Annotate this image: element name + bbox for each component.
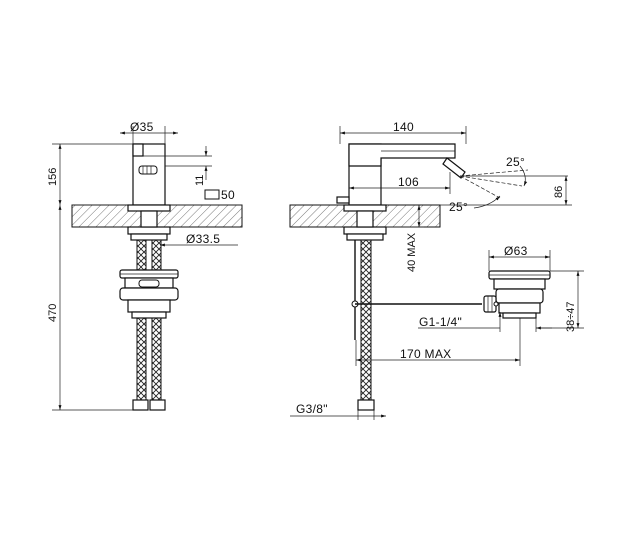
dim-spout-reach: 106 — [398, 175, 419, 189]
waste-front — [119, 269, 179, 319]
front-view: Ø35 156 470 11 50 Ø33.5 — [47, 120, 243, 411]
dim-angle-down: 25° — [449, 200, 468, 214]
dim-spray-height: 86 — [553, 186, 565, 198]
square-symbol — [204, 189, 220, 200]
dim-connection: G3/8" — [296, 402, 328, 416]
dim-height-top: 156 — [47, 168, 59, 186]
spout-side — [348, 143, 456, 167]
dim-top-diameter: Ø35 — [130, 120, 154, 134]
dim-shank-diameter: Ø33.5 — [186, 232, 220, 246]
waste-detail: Ø63 G1-1/4" 38÷47 — [418, 244, 584, 332]
dim-pipe-length: 170 MAX — [400, 347, 451, 361]
dim-angle-up: 25° — [506, 155, 525, 169]
dim-length: 140 — [393, 120, 414, 134]
dim-spout-gap: 11 — [194, 175, 206, 186]
dim-waste-thread: G1-1/4" — [419, 315, 462, 329]
hose-left-front — [136, 239, 147, 403]
side-view: 140 106 25° 25° 86 40 MAX 170 MAX G3/8" — [289, 120, 572, 420]
dim-deck-thickness: 40 MAX — [406, 232, 418, 272]
hose-right-front — [151, 239, 162, 403]
dim-square: 50 — [221, 188, 235, 202]
dim-waste-diameter: Ø63 — [504, 244, 528, 258]
dim-total-height: 470 — [47, 304, 59, 322]
aerator-front — [138, 165, 158, 175]
hose-side — [360, 239, 372, 401]
dim-waste-height: 38÷47 — [565, 301, 577, 332]
